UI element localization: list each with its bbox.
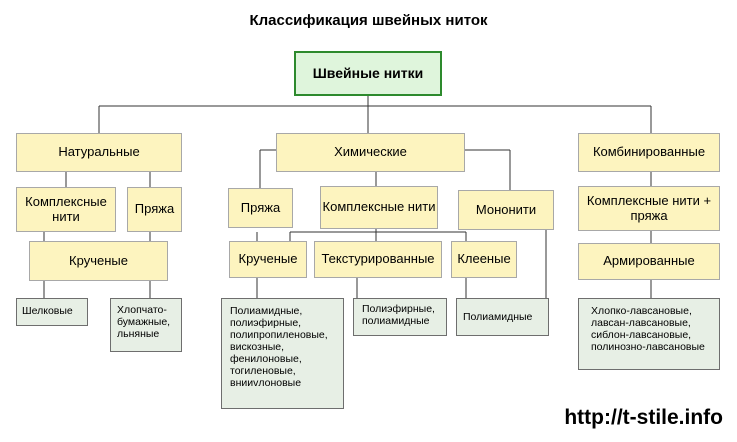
chemical-glued-node: Клееные <box>451 241 517 278</box>
natural-yarn-node: Пряжа <box>127 187 182 232</box>
diagram-title: Классификация швейных ниток <box>249 12 488 29</box>
combined-armored-node: Армированные <box>578 243 720 280</box>
chemical-yarn-node: Пряжа <box>228 188 293 228</box>
root-node: Швейные нитки <box>294 51 442 96</box>
combined-node: Комбинированные <box>578 133 720 172</box>
chemical-twisted-leaf: Полиамидные, полиэфирные, полипропиленов… <box>221 298 344 409</box>
chemical-textured-node: Текстурированные <box>314 241 442 278</box>
chemical-node: Химические <box>276 133 465 172</box>
combined-complex-yarn-node: Комплексные нити + пряжа <box>578 186 720 231</box>
combined-armored-leaf: Хлопко-лавсановые, лавсан-лавсановые, си… <box>578 298 720 370</box>
natural-twisted-node: Крученые <box>29 241 168 281</box>
natural-silk-leaf: Шелковые <box>16 298 88 326</box>
chemical-mono-leaf: Полиамидные <box>456 298 549 336</box>
chemical-complex-node: Комплексные нити <box>320 186 438 229</box>
natural-complex-node: Комплексные нити <box>16 187 116 232</box>
source-url: http://t-stile.info <box>564 406 723 429</box>
chemical-textured-leaf: Полиэфирные, полиамидные <box>353 298 447 336</box>
natural-node: Натуральные <box>16 133 182 172</box>
natural-cotton-leaf: Хлопчато-бумажные, льняные <box>110 298 182 352</box>
chemical-mono-node: Мононити <box>458 190 554 230</box>
chemical-twisted-node: Крученые <box>229 241 307 278</box>
